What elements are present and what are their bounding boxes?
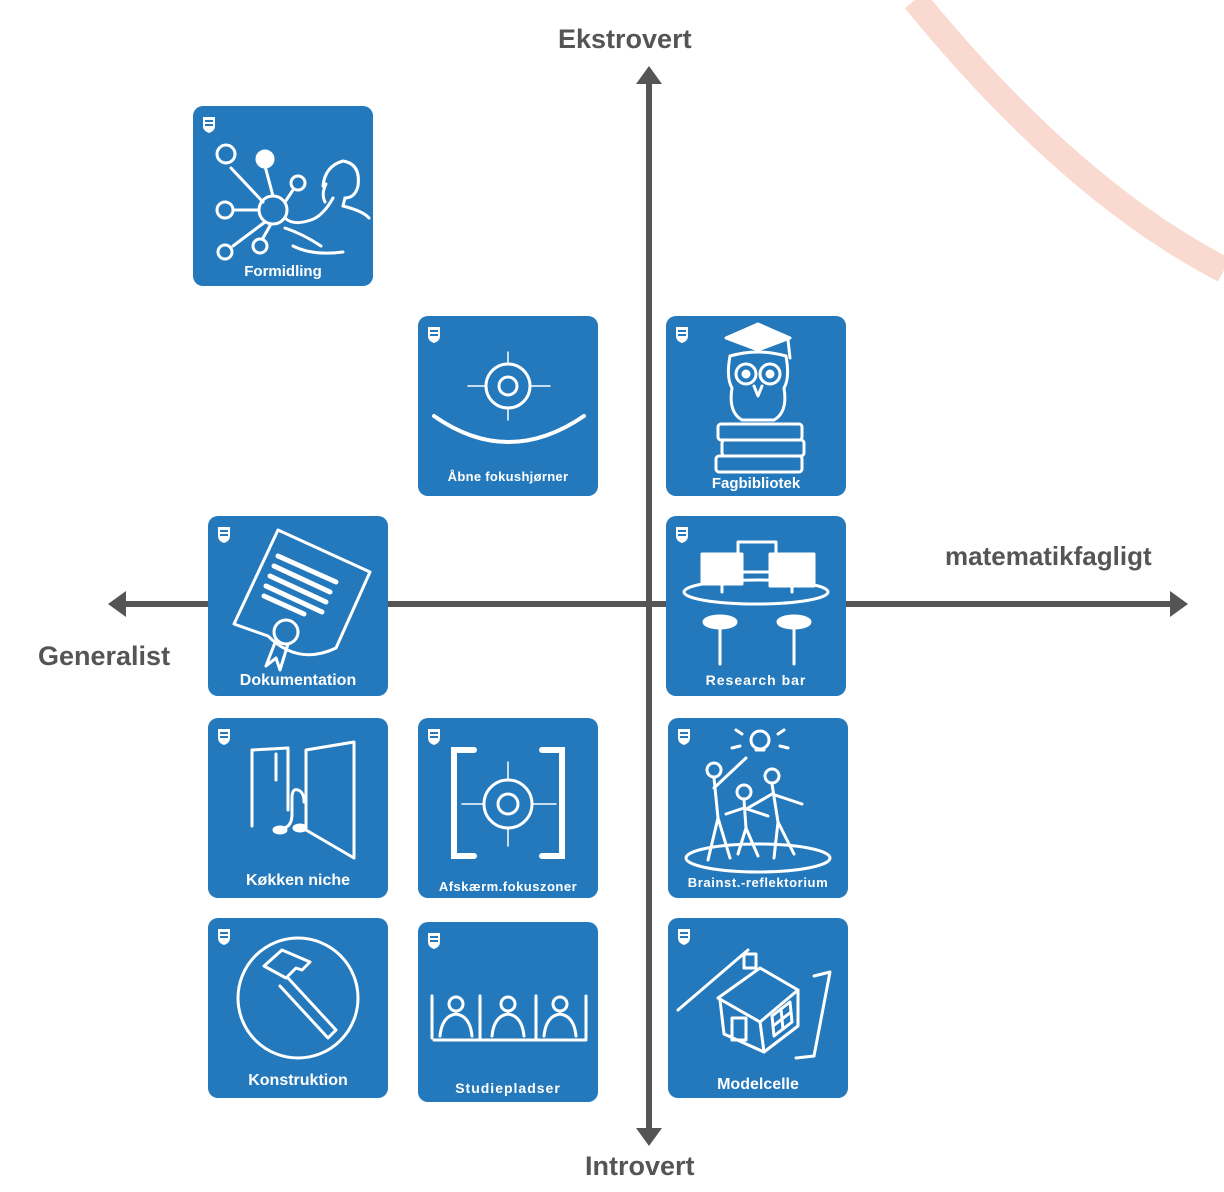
hammer-icon [236,936,360,1060]
tile-brainst-reflektorium[interactable]: Brainst.-reflektorium [668,718,848,898]
tile-label: Brainst.-reflektorium [687,875,829,890]
tile-koekken-niche[interactable]: Køkken niche [208,718,388,898]
tile-label: Afskærm.fokuszoner [438,879,578,894]
axis-label-top: Ekstrovert [558,24,692,54]
crest-logo-icon [218,527,230,543]
tile-label: Åbne fokushjørner [447,469,569,484]
tile-studiepladser[interactable]: Studiepladser [418,922,598,1102]
down-arrow-icon [636,1128,662,1146]
tile-label: Konstruktion [248,1072,348,1089]
tile-modelcelle[interactable]: Modelcelle [668,918,848,1098]
kitchen-door-icon [250,740,356,860]
crest-logo-icon [678,729,690,745]
open-focus-target-icon [432,351,586,444]
tile-label: Fagbibliotek [711,475,801,492]
axis-label-right: matematikfagligt [945,541,1152,571]
tile-label: Studiepladser [455,1080,561,1096]
crest-logo-icon [678,929,690,945]
tile-research-bar[interactable]: Research bar [666,516,846,696]
axis-label-left: Generalist [38,641,171,671]
framed-target-icon [451,747,565,859]
certificate-icon [232,528,372,672]
crest-logo-icon [218,729,230,745]
network-person-icon [215,143,371,261]
tile-label: Køkken niche [245,872,351,889]
crest-logo-icon [203,117,215,133]
tile-fagbibliotek[interactable]: Fagbibliotek [666,316,846,496]
tile-label: Dokumentation [239,672,357,689]
crest-logo-icon [676,327,688,343]
crest-logo-icon [428,933,440,949]
tile-formidling[interactable]: Formidling [193,106,373,286]
up-arrow-icon [636,66,662,84]
study-desks-icon [430,994,588,1042]
axis-label-bottom: Introvert [585,1151,695,1181]
tile-aabne-fokushjoerner[interactable]: Åbne fokushjørner [418,316,598,496]
left-arrow-icon [108,591,126,617]
owl-books-icon [714,322,806,474]
house-model-icon [676,948,832,1060]
brainstorm-group-icon [684,728,832,874]
computers-table-icon [682,540,830,666]
tile-label: Formidling [244,263,322,280]
right-arrow-icon [1170,591,1188,617]
tile-label: Research bar [705,672,807,688]
crest-logo-icon [428,327,440,343]
crest-logo-icon [428,729,440,745]
crest-logo-icon [676,527,688,543]
tile-afskaerm-fokuszoner[interactable]: Afskærm.fokuszoner [418,718,598,898]
crest-logo-icon [218,929,230,945]
tile-dokumentation[interactable]: Dokumentation [208,516,388,696]
tile-konstruktion[interactable]: Konstruktion [208,918,388,1098]
tile-label: Modelcelle [717,1076,799,1093]
